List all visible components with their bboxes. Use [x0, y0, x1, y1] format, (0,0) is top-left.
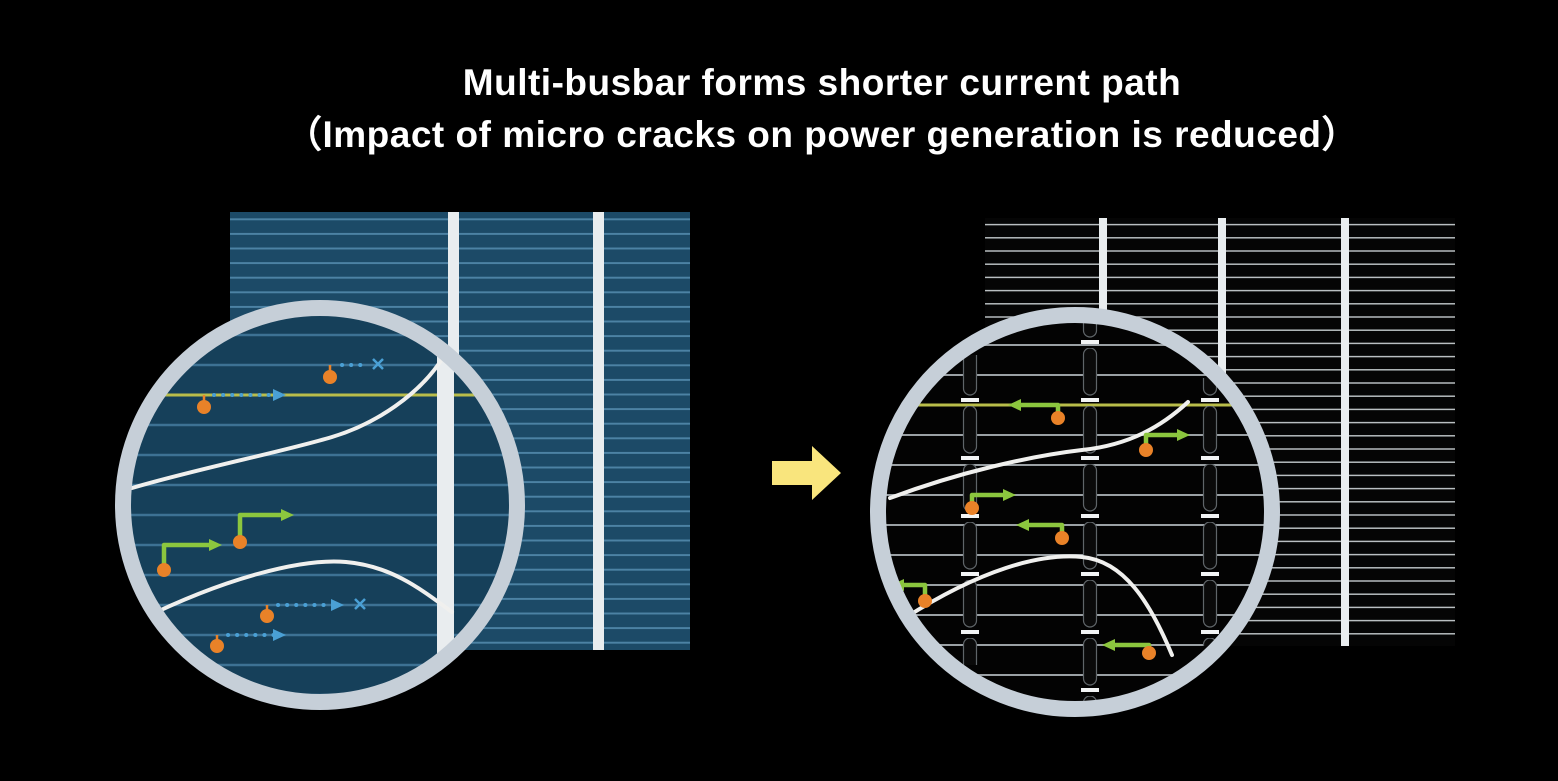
micro-crack [138, 559, 454, 622]
charge-dot [1139, 443, 1153, 457]
right-zoom-content [885, 322, 1265, 702]
left-magnifier-ring [115, 300, 525, 710]
charge-dot [323, 370, 337, 384]
charge-dot [197, 400, 211, 414]
short-current-path [161, 539, 222, 573]
right-magnifier [870, 307, 1280, 717]
conventional-cell-panel [115, 212, 690, 710]
wire-busbar-column [1200, 378, 1220, 646]
charge-dot [965, 501, 979, 515]
micro-crack [888, 400, 1190, 500]
charge-dot [210, 639, 224, 653]
charge-dot [1142, 646, 1156, 660]
page-title: Multi-busbar forms shorter current path … [285, 57, 1359, 161]
title-line-1: Multi-busbar forms shorter current path [462, 62, 1182, 103]
short-current-path [237, 509, 294, 545]
charge-dot [1051, 411, 1065, 425]
left-busbar-2 [593, 212, 604, 650]
blocked-path-x [372, 358, 384, 370]
left-zoom-busbar [437, 330, 454, 690]
charge-dot [260, 609, 274, 623]
right-busbar-3 [1341, 218, 1349, 646]
right-magnifier-ring [870, 307, 1280, 717]
blocked-path-x [354, 598, 366, 610]
multi-busbar-cell-panel [870, 218, 1455, 717]
micro-crack [903, 554, 1174, 657]
left-magnifier [115, 300, 525, 710]
charge-dot [157, 563, 171, 577]
right-block-arrow-icon [772, 446, 841, 500]
title-line-2: （Impact of micro cracks on power generat… [284, 114, 1360, 155]
left-zoom-content [130, 315, 510, 695]
charge-dot [1055, 531, 1069, 545]
charge-dot [918, 594, 932, 608]
wire-busbar-column [1080, 322, 1100, 702]
micro-crack [130, 354, 446, 490]
charge-dot [233, 535, 247, 549]
